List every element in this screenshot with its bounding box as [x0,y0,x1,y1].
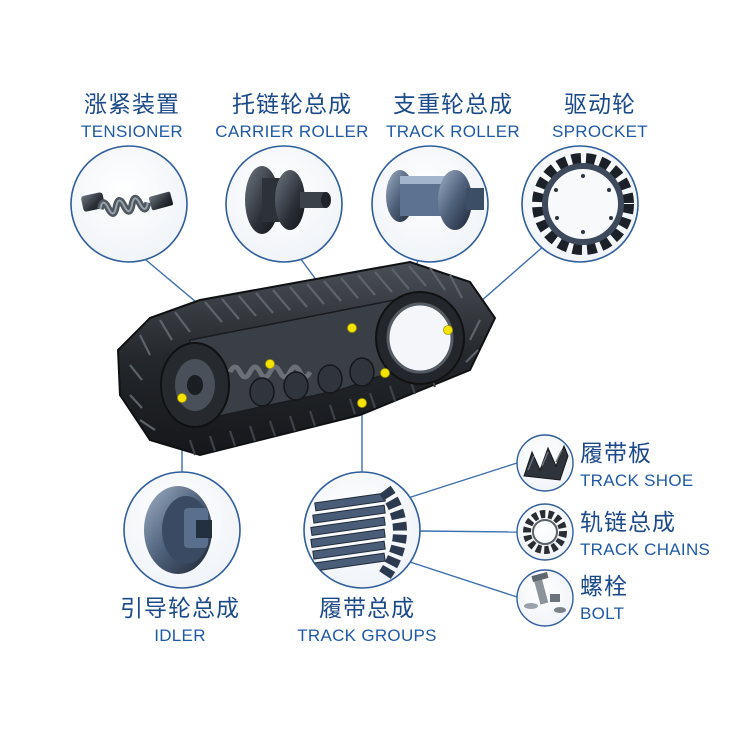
sprocket-label-en: SPROCKET [552,122,648,141]
track-roller-label-en: TRACK ROLLER [386,122,520,141]
idler-label-cn: 引导轮总成 [120,596,240,622]
marker-sprocket [443,325,453,335]
track-chains-image [523,510,567,554]
sprocket-image [532,153,634,255]
track-rollers [249,357,375,407]
bolt-label-en: BOLT [580,604,625,623]
tensioner-label: 涨紧装置 TENSIONER [62,92,202,141]
carrier-roller-callout [225,145,343,263]
marker-tensioner [265,359,275,369]
track-shoe-label-en: TRACK SHOE [580,471,694,490]
bolt-label: 螺栓 BOLT [580,574,680,623]
track-shoe-label-cn: 履带板 [580,441,652,467]
bolt-callout [516,569,574,627]
track-groups-label-en: TRACK GROUPS [297,626,437,645]
track-idler-wheel [160,342,230,428]
track-undercarriage [116,260,497,457]
track-groups-label-cn: 履带总成 [319,596,415,622]
leader-chains [419,530,518,533]
sprocket-label: 驱动轮 SPROCKET [540,92,660,141]
carrier-roller-image [245,166,331,234]
idler-label: 引导轮总成 IDLER [100,596,260,645]
tensioner-label-en: TENSIONER [81,122,183,141]
track-roller-callout [371,145,489,263]
sprocket-callout [521,145,639,263]
leader-shoe [407,462,518,499]
track-shoe-label: 履带板 TRACK SHOE [580,441,730,490]
track-roller-label: 支重轮总成 TRACK ROLLER [378,92,528,141]
leader-bolt [409,561,518,598]
track-chains-label: 轨链总成 TRACK CHAINS [580,510,750,559]
track-roller-image [386,170,484,230]
track-groups-callout [303,471,421,589]
idler-image [144,486,212,574]
callout-markers [177,323,453,408]
track-roller-label-cn: 支重轮总成 [393,92,513,118]
idler-callout [123,471,241,589]
track-chains-callout [516,503,574,561]
marker-carrier [347,323,357,333]
carrier-roller-label: 托链轮总成 CARRIER ROLLER [212,92,372,141]
track-chains-label-en: TRACK CHAINS [580,540,711,559]
track-shoe-image [523,444,569,481]
track-chains-label-cn: 轨链总成 [580,510,676,536]
tensioner-label-cn: 涨紧装置 [84,92,180,118]
track-shoe-ridges [129,265,481,431]
marker-groups [357,398,367,408]
track-tensioner-spring [227,364,313,380]
carrier-roller-label-en: CARRIER ROLLER [215,122,369,141]
idler-label-en: IDLER [154,626,206,645]
sprocket-label-cn: 驱动轮 [564,92,636,118]
marker-idler [177,393,187,403]
bolt-label-cn: 螺栓 [580,574,628,600]
track-sprocket-wheel [375,291,465,385]
track-groups-label: 履带总成 TRACK GROUPS [282,596,452,645]
carrier-roller-label-cn: 托链轮总成 [232,92,352,118]
track-groups-image [310,485,407,579]
bolt-image [524,572,566,613]
track-shoe-callout [516,434,574,492]
marker-track-roller [380,368,390,378]
tensioner-callout [70,145,188,263]
tensioner-image [81,191,173,217]
